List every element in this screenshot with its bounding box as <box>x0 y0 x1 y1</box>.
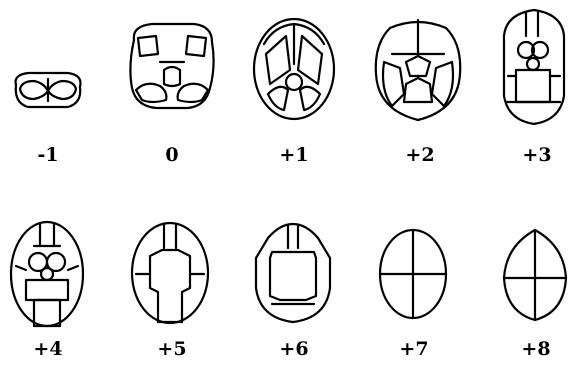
slice-label-plus2: +2 <box>390 146 450 165</box>
slice-plus8-drawing <box>500 226 570 324</box>
slice-label-plus1: +1 <box>264 146 324 165</box>
slice-plus1-drawing <box>248 14 340 124</box>
slice-label-minus1: -1 <box>18 146 78 165</box>
slice-0-drawing <box>122 18 222 114</box>
slice-plus2-drawing <box>370 14 466 126</box>
slice-label-0: 0 <box>142 146 202 165</box>
slice-minus1-drawing <box>8 65 88 115</box>
slice-label-plus5: +5 <box>142 340 202 359</box>
slice-label-plus4: +4 <box>18 340 78 359</box>
slice-plus6-drawing <box>250 218 336 328</box>
slice-plus5-drawing <box>128 218 212 328</box>
slice-plus7-drawing <box>376 226 450 322</box>
slice-plus4-drawing <box>6 218 88 330</box>
slice-label-plus3: +3 <box>507 146 567 165</box>
slice-label-plus8: +8 <box>506 340 566 359</box>
slice-label-plus7: +7 <box>384 340 444 359</box>
slice-plus3-drawing <box>494 6 571 128</box>
slice-label-plus6: +6 <box>264 340 324 359</box>
